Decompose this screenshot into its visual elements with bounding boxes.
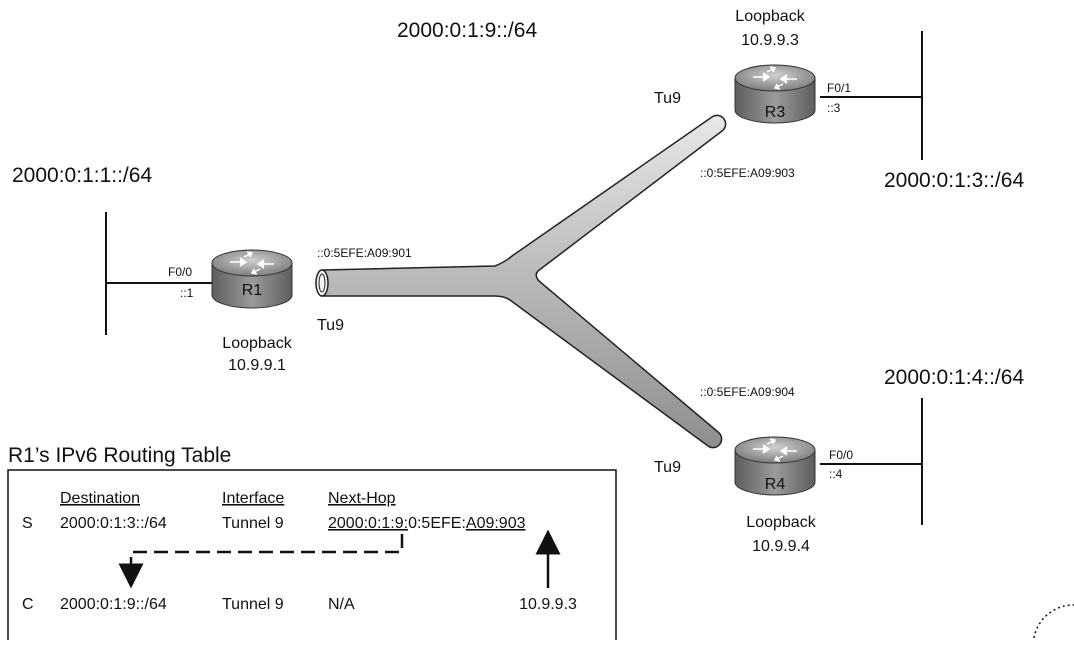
router-arrows-icon [753,438,797,462]
router-arrows-icon [753,66,797,90]
next-hop-suffix: A09:903 [466,515,526,532]
header-destination: Destination [60,490,140,507]
r3-lan-subnet-label: 2000:0:1:3::/64 [884,169,1024,192]
r1-lan-address: ::1 [180,286,194,300]
row-next-hop: 2000:0:1:9:0:5EFE:A09:903 [328,515,526,532]
router-r4[interactable]: R4 [734,436,816,496]
header-next-hop: Next-Hop [328,490,396,507]
routing-table-box [7,469,617,645]
header-interface: Interface [222,490,284,507]
router-r4-name: R4 [765,476,786,493]
tunnel-tube [315,114,727,449]
next-hop-middle: 0:5EFE: [408,515,466,532]
row-destination: 2000:0:1:9::/64 [60,596,167,613]
r1-loopback-label: Loopback [222,335,292,352]
r3-loopback-label: Loopback [735,8,805,25]
r3-tunnel-address: ::0:5EFE:A09:903 [700,166,795,180]
r4-tunnel-address: ::0:5EFE:A09:904 [700,385,795,399]
r1-lan-subnet-label: 2000:0:1:1::/64 [12,164,152,187]
r3-lan-address: ::3 [827,101,841,115]
router-arrows-icon [230,251,274,275]
table-row: S 2000:0:1:3::/64 Tunnel 9 2000:0:1:9:0:… [22,515,526,532]
router-r1-name: R1 [242,282,263,299]
r1-tunnel-interface: Tu9 [317,317,344,334]
r3-lan-interface: F0/1 [827,81,851,95]
r4-loopback-label: Loopback [746,514,816,531]
routing-table-header: Destination Interface Next-Hop [60,490,396,507]
r4-lan-interface: F0/0 [829,448,853,462]
row-interface: Tunnel 9 [222,596,284,613]
derived-ipv4-address: 10.9.9.3 [519,596,577,613]
row-code: S [22,515,33,532]
tunnel-subnet-label: 2000:0:1:9::/64 [397,19,537,42]
corner-decoration [1033,604,1074,639]
r1-lan-interface: F0/0 [168,265,192,279]
r1-loopback-ip: 10.9.9.1 [228,357,286,374]
table-row: C 2000:0:1:9::/64 Tunnel 9 N/A [22,596,355,613]
router-r3-name: R3 [765,104,786,121]
r4-lan-address: ::4 [829,467,843,481]
row-code: C [22,596,34,613]
router-r1[interactable]: R1 [211,249,293,309]
row-interface: Tunnel 9 [222,515,284,532]
routing-table-title: R1’s IPv6 Routing Table [8,444,231,467]
r1-tunnel-address: ::0:5EFE:A09:901 [317,246,412,260]
r4-loopback-ip: 10.9.9.4 [752,538,810,555]
r4-lan-subnet-label: 2000:0:1:4::/64 [884,366,1024,389]
row-destination: 2000:0:1:3::/64 [60,515,167,532]
r4-tunnel-interface: Tu9 [654,459,681,476]
next-hop-prefix: 2000:0:1:9: [328,515,408,532]
row-next-hop: N/A [328,596,355,613]
prefix-lookup-arrow [118,534,404,589]
r3-loopback-ip: 10.9.9.3 [741,32,799,49]
r3-tunnel-interface: Tu9 [654,90,681,107]
router-r3[interactable]: R3 [734,64,816,124]
